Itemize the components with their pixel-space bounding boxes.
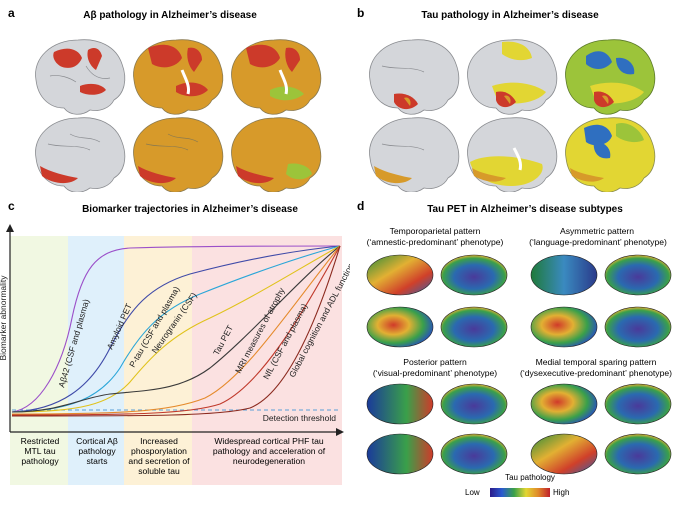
pet-subtype3-lateral-right [366, 433, 434, 475]
pet-subtype1-lateral-left [366, 254, 434, 296]
pet-subtype2-lateral-right [530, 306, 598, 348]
colorbar-high-label: High [553, 488, 570, 497]
stage-label-2: Cortical Aβ pathology starts [76, 436, 118, 466]
amyloid-stage2-medial-brain [132, 117, 224, 192]
subtype-3-phenotype: (‘visual-predominant’ phenotype) [372, 368, 498, 378]
subtype-3-name: Posterior pattern [403, 357, 467, 367]
subtype-1-phenotype: (‘amnestic-predominant’ phenotype) [366, 237, 504, 247]
tau-stage3-brain [564, 39, 656, 115]
pet-subtype4-lateral-left [530, 383, 598, 425]
curve-amyloid-pet [11, 245, 341, 413]
stage-label-4: Widespread cortical PHF tau pathology an… [212, 436, 326, 466]
pet-subtype1-medial-left [440, 254, 508, 296]
colorbar [490, 488, 550, 497]
pet-subtype2-medial-right [604, 306, 672, 348]
tau-brains [368, 39, 656, 192]
panel-d-title: Tau PET in Alzheimer’s disease subtypes [427, 204, 623, 215]
amyloid-stage1-brain [34, 39, 126, 115]
panel-a-label: a [8, 6, 15, 20]
pet-subtype4-medial-right [604, 433, 672, 475]
amyloid-stage2-brain [132, 39, 224, 115]
y-axis-label: Biomarker abnormality [0, 275, 8, 361]
stage-label-1: Restricted MTL tau pathology [20, 436, 60, 466]
curve-mri-atrophy [11, 245, 341, 415]
pet-subtype1-lateral-right [366, 306, 434, 348]
pet-subtype3-medial-right [440, 433, 508, 475]
subtype-2-phenotype: (‘language-predominant’ phenotype) [529, 237, 667, 247]
tau-stage1-lateral-brain [368, 117, 460, 192]
amyloid-stage3-brain [230, 39, 322, 115]
curve-cognition [11, 245, 341, 417]
stage-label-3: Increased phosporylation and secretion o… [128, 436, 190, 476]
tau-stage3-lateral-brain [564, 117, 656, 192]
pet-subtype1-medial-right [440, 306, 508, 348]
subtype-2-name: Asymmetric pattern [559, 226, 635, 236]
panel-b-title: Tau pathology in Alzheimer’s disease [421, 10, 599, 21]
panel-c-label: c [8, 199, 15, 213]
tau-stage2-lateral-brain [466, 117, 558, 192]
amyloid-stage1-medial-brain [34, 117, 126, 192]
x-axis-arrow [336, 428, 344, 436]
tau-stage1-brain [368, 39, 460, 115]
subtype-4-name: Medial temporal sparing pattern [535, 357, 657, 367]
amyloid-brains [34, 39, 322, 192]
pet-subtype4-medial-left [604, 383, 672, 425]
pet-subtype2-lateral-left [530, 254, 598, 296]
pet-subtype3-medial-left [440, 383, 508, 425]
pet-subtype2-medial-left [604, 254, 672, 296]
stage-bg-2 [68, 236, 124, 485]
curve-abeta42 [11, 245, 341, 413]
tau-stage2-brain [466, 39, 558, 115]
stage-bg-1 [10, 236, 68, 485]
amyloid-stage3-medial-brain [230, 117, 322, 192]
curve-neurogranin [11, 245, 341, 413]
panel-b-label: b [357, 6, 365, 20]
curve-tau-pet [11, 245, 341, 413]
subtype-1-name: Temporoparietal pattern [389, 226, 481, 236]
colorbar-low-label: Low [465, 488, 480, 497]
pet-subtype3-lateral-left [366, 383, 434, 425]
y-axis-arrow [6, 224, 14, 232]
curve-nfl [11, 245, 341, 416]
panel-d-label: d [357, 199, 365, 213]
colorbar-title: Tau pathology [505, 473, 555, 482]
panel-c-title: Biomarker trajectories in Alzheimer’s di… [82, 204, 298, 215]
panel-a-title: Aβ pathology in Alzheimer’s disease [83, 10, 257, 21]
detection-threshold-label: Detection threshold [263, 413, 337, 423]
biomarker-chart: Detection threshold Biomarker abnormalit… [0, 224, 350, 485]
tau-pet-brains [366, 254, 672, 475]
subtype-4-phenotype: (‘dysexecutive-predominant’ phenotype) [519, 368, 673, 378]
stage-bg-4 [192, 236, 342, 485]
pet-subtype4-lateral-right [530, 433, 598, 475]
